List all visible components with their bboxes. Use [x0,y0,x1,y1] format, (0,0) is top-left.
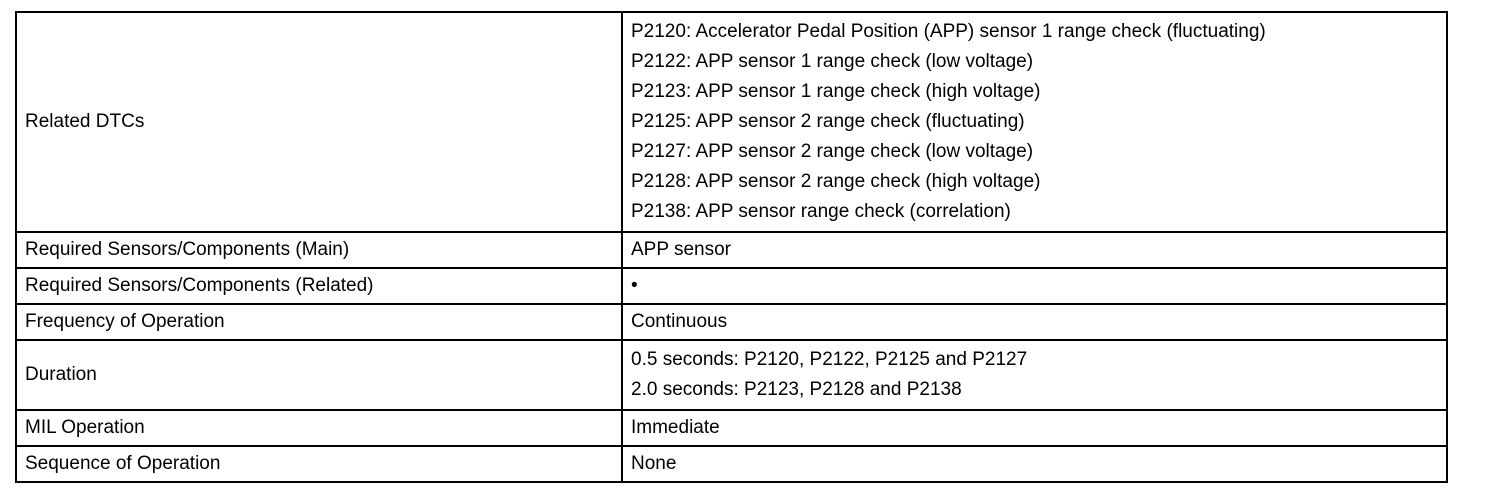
dtc-p2127: P2127: APP sensor 2 range check (low vol… [631,141,1034,162]
dtc-p2120: P2120: Accelerator Pedal Position (APP) … [631,21,1266,42]
value-required-related: • [621,267,1448,305]
row-required-main: Required Sensors/Components (Main) APP s… [15,231,1448,269]
value-duration: 0.5 seconds: P2120, P2122, P2125 and P21… [621,339,1448,411]
row-mil-operation: MIL Operation Immediate [15,409,1448,447]
value-required-main: APP sensor [621,231,1448,269]
row-frequency: Frequency of Operation Continuous [15,303,1448,341]
dtc-p2138: P2138: APP sensor range check (correlati… [631,201,1011,222]
label-required-main: Required Sensors/Components (Main) [15,231,623,269]
label-sequence: Sequence of Operation [15,445,623,483]
value-mil-operation: Immediate [621,409,1448,447]
dtc-spec-table: Related DTCs P2120: Accelerator Pedal Po… [15,11,1448,483]
value-related-dtcs: P2120: Accelerator Pedal Position (APP) … [621,11,1448,233]
row-related-dtcs: Related DTCs P2120: Accelerator Pedal Po… [15,11,1448,233]
dtc-p2123: P2123: APP sensor 1 range check (high vo… [631,81,1041,102]
label-required-related: Required Sensors/Components (Related) [15,267,623,305]
row-duration: Duration 0.5 seconds: P2120, P2122, P212… [15,339,1448,411]
value-frequency: Continuous [621,303,1448,341]
duration-line-2: 2.0 seconds: P2123, P2128 and P2138 [631,379,962,400]
label-duration: Duration [15,339,623,411]
value-sequence: None [621,445,1448,483]
row-sequence: Sequence of Operation None [15,445,1448,483]
dtc-p2122: P2122: APP sensor 1 range check (low vol… [631,51,1034,72]
label-mil-operation: MIL Operation [15,409,623,447]
dtc-p2125: P2125: APP sensor 2 range check (fluctua… [631,111,1025,132]
label-frequency: Frequency of Operation [15,303,623,341]
duration-line-1: 0.5 seconds: P2120, P2122, P2125 and P21… [631,349,1028,370]
label-related-dtcs: Related DTCs [15,11,623,233]
dtc-p2128: P2128: APP sensor 2 range check (high vo… [631,171,1041,192]
row-required-related: Required Sensors/Components (Related) • [15,267,1448,305]
